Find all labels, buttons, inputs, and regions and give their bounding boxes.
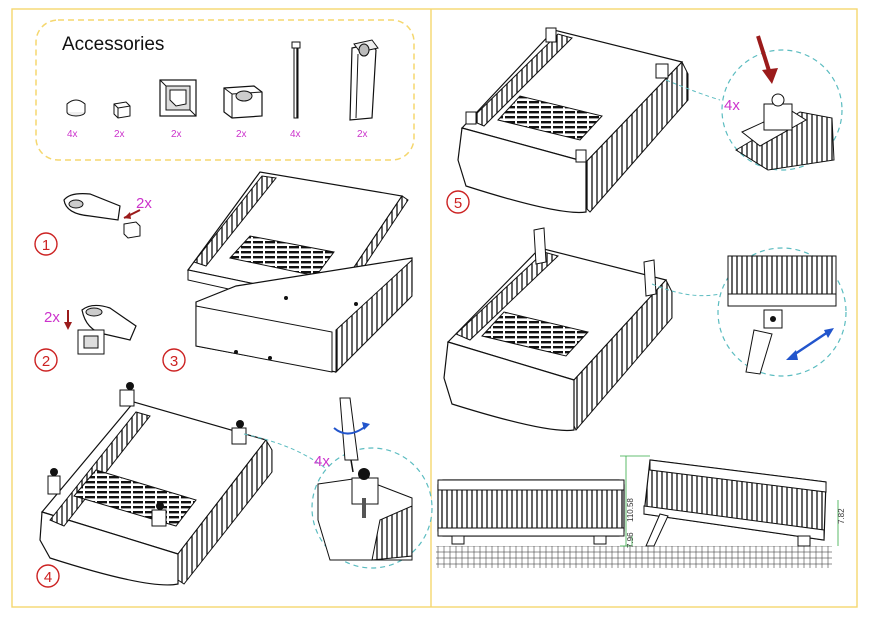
tilt-leg-right [643,259,657,297]
tilt-leg-left [533,227,547,265]
step-1-number: 1 [42,237,50,254]
dim-height: 110.58 [626,498,635,522]
enclosure-bottom-chassis [195,257,413,374]
accessories-panel: Accessories 4x 2x 2x 2x [35,19,415,161]
foot-front-left [47,468,61,495]
step-4-number: 4 [44,569,52,586]
step-4-badge [36,564,60,588]
step-1-qty: 2x [136,195,152,212]
step-2: 2x 2 [34,304,137,372]
accessory-qty-3: 2x [171,129,182,140]
screwdriver-icon [339,397,359,473]
step-2-qty: 2x [44,309,60,326]
small-cap-icon [113,101,131,119]
accessory-qty-6: 2x [357,129,368,140]
step-5-detail-top [735,93,835,171]
step-4-leader [243,433,331,473]
step-3-badge [162,348,186,372]
step-5-enclosure-legs [443,227,673,432]
step-5-detail-mid [727,255,837,375]
step-3: 3 [162,171,413,374]
tilt-leg-icon [349,39,379,121]
hinge-block-icon [159,79,197,117]
step-5-leader-mid [651,283,721,297]
dim-foot-flat: 7.96 [626,532,635,548]
screw-icon [291,41,301,119]
accessories-frame [35,19,415,161]
step-4: 4x 4 [36,382,433,588]
side-view-tilted [643,459,827,547]
rubber-foot-icon [66,99,86,117]
page-frame [11,8,858,608]
side-views: 110.58 7.96 7.82 [436,455,846,568]
accessory-qty-1: 4x [67,129,78,140]
step-5-badge [446,190,470,214]
base-surface [436,546,832,568]
accessories-title: Accessories [62,34,164,55]
accessory-qty-5: 4x [290,129,301,140]
step-5-enclosure [457,27,689,214]
push-arrow [756,35,772,75]
step-4-detail [317,468,413,561]
step-4-enclosure [39,382,273,586]
step-2-number: 2 [42,353,50,370]
step-5-number: 5 [454,195,462,212]
step-3-number: 3 [170,353,178,370]
swing-arrow [791,330,829,358]
step-5-qty: 4x [724,97,740,114]
step-4-qty: 4x [314,453,330,470]
foot-back-left [119,382,135,407]
step-1: 2x 1 [34,193,152,256]
rotate-arrow [333,425,367,435]
accessory-qty-4: 2x [236,129,247,140]
side-view-flat [437,479,625,545]
accessory-qty-2: 2x [114,129,125,140]
step-1-badge [34,232,58,256]
dim-foot-tilt: 7.82 [837,508,846,524]
step-5: 4x 5 [443,27,847,432]
dimension-lines [620,455,839,547]
foot-front-right [151,502,167,527]
tilt-leg-extended [645,513,669,547]
step-2-badge [34,348,58,372]
small-cap-part [123,221,141,239]
foot-back-right [231,420,247,445]
leg-socket-icon [223,85,263,119]
